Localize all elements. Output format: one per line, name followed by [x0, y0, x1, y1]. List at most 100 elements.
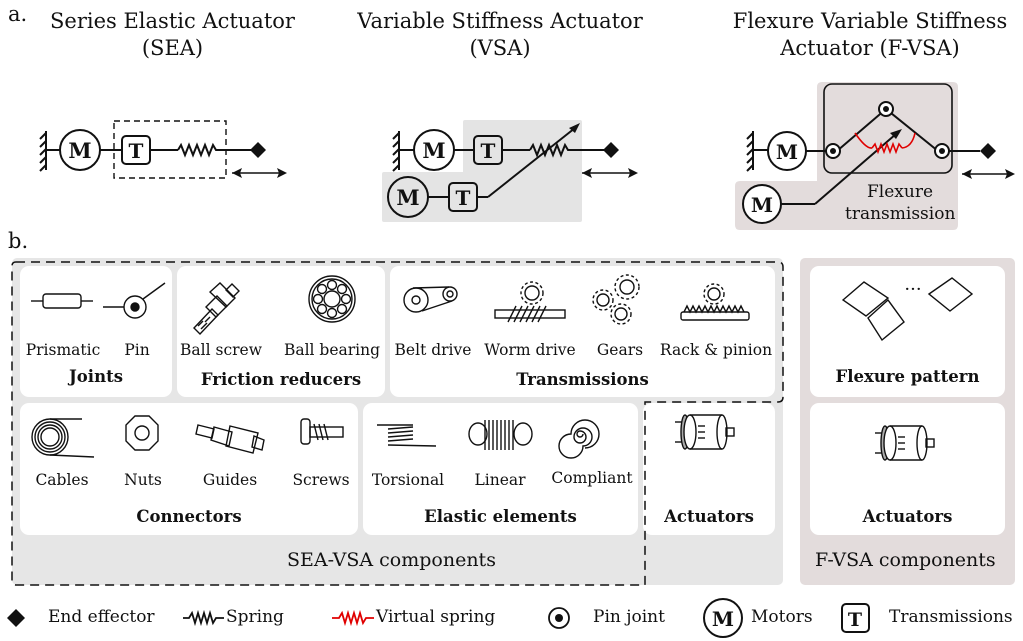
sea-title-line2: (SEA) [141, 36, 204, 60]
motor-icon [875, 425, 935, 461]
variable-stiffness-arrow [487, 127, 576, 198]
category-actuators: Actuators [664, 507, 754, 526]
screw-icon [300, 418, 344, 445]
label-screws: Screws [292, 471, 350, 489]
flexure-transmission-box [823, 83, 953, 174]
flexure-label-line1: Flexure [866, 182, 934, 202]
legend-virtual-spring: Virtual spring [376, 607, 496, 627]
card-friction-reducers [177, 266, 385, 397]
legend-spring: Spring [226, 607, 284, 627]
label-ball-screw: Ball screw [180, 341, 262, 359]
label-ball-bearing: Ball bearing [283, 341, 381, 359]
rack-pinion-icon [680, 283, 750, 321]
ellipsis: ··· [904, 279, 921, 300]
legend-end-effector: End effector [48, 607, 155, 627]
compliant-spring-icon [558, 419, 600, 459]
prismatic-joint-icon [31, 293, 93, 309]
fvsa-group-label: F-VSA components [815, 549, 996, 571]
panel-a-label: a. [8, 2, 28, 26]
category-fvsa-actuators: Actuators [862, 507, 953, 526]
linear-spring-icon [468, 420, 533, 450]
panel-b-label: b. [8, 229, 29, 253]
card-actuators [643, 403, 775, 535]
vsa-title: Variable Stiffness Actuator (VSA) [355, 8, 645, 62]
transmission-symbol: T [456, 186, 471, 210]
label-torsional: Torsional [371, 471, 445, 489]
spring-icon [183, 609, 224, 627]
ground-icon [39, 131, 60, 172]
torsional-spring-icon [377, 424, 437, 447]
gears-icon [592, 274, 640, 325]
card-flexure-pattern [810, 266, 1005, 397]
sea-title: Series Elastic Actuator (SEA) [30, 8, 315, 62]
legend-pin-joint: Pin joint [593, 607, 665, 627]
virtual-spring-icon [854, 132, 916, 155]
sea-title-line1: Series Elastic Actuator [50, 9, 295, 33]
end-effector-icon [980, 143, 996, 159]
label-gears: Gears [596, 341, 644, 359]
label-prismatic: Prismatic [25, 341, 101, 359]
label-compliant: Compliant [551, 469, 633, 487]
pin-joint-icon [878, 101, 894, 117]
worm-drive-icon [494, 281, 566, 323]
vsa-title-line2: (VSA) [469, 36, 531, 60]
label-pin: Pin [124, 341, 150, 359]
vsa-diagram: M T M T [382, 120, 638, 222]
cable-icon [31, 418, 95, 458]
transmission-symbol: T [848, 609, 862, 631]
flexure-label-line2: transmission [845, 204, 956, 224]
category-elastic-elements: Elastic elements [424, 507, 577, 526]
label-belt-drive: Belt drive [394, 341, 472, 359]
legend-transmissions: Transmissions [889, 607, 1013, 627]
flexure-transmission-label: Flexure transmission [845, 181, 955, 225]
pin-joint-icon [548, 607, 570, 629]
label-cables: Cables [35, 471, 89, 489]
category-friction-reducers: Friction reducers [200, 370, 362, 389]
pin-joint-icon [825, 143, 841, 159]
spring-icon [529, 142, 605, 158]
legend-motors: Motors [751, 607, 813, 627]
category-connectors: Connectors [136, 507, 242, 526]
label-guides: Guides [202, 471, 258, 489]
motor-symbol: M [776, 140, 798, 164]
motor-symbol: M [68, 138, 91, 163]
fvsa-diagram: M M [735, 82, 1015, 230]
category-transmissions: Transmissions [516, 370, 649, 389]
end-effector-icon [250, 142, 266, 158]
motor-symbol: M [396, 185, 419, 210]
guide-icon [195, 424, 265, 454]
spring-icon [177, 142, 255, 158]
nut-icon [125, 415, 159, 451]
pin-joint-icon [934, 143, 950, 159]
variable-stiffness-arrow [814, 133, 897, 205]
fvsa-title-line1: Flexure Variable Stiffness [732, 9, 1008, 33]
ball-bearing-icon [308, 275, 356, 323]
motor-symbol: M [712, 607, 734, 631]
label-nuts: Nuts [124, 471, 162, 489]
category-joints: Joints [69, 367, 123, 386]
fvsa-title: Flexure Variable Stiffness Actuator (F-V… [725, 8, 1015, 62]
belt-drive-icon [403, 286, 458, 313]
end-effector-icon [7, 609, 25, 627]
fvsa-title-line2: Actuator (F-VSA) [780, 36, 960, 60]
sea-vsa-group-label: SEA-VSA components [287, 549, 496, 571]
transmission-icon [841, 603, 870, 633]
sea-diagram: M T [39, 120, 287, 179]
card-fvsa-actuators [810, 403, 1005, 535]
pin-joint-icon [103, 282, 166, 319]
transmission-symbol: T [481, 139, 496, 163]
flexure-pattern-icon [841, 277, 974, 342]
label-rack-pinion: Rack & pinion [659, 341, 773, 359]
ball-screw-icon [193, 282, 240, 336]
label-worm-drive: Worm drive [484, 341, 576, 359]
ground-icon [392, 131, 414, 172]
transmission-symbol: T [129, 139, 144, 163]
vsa-title-line1: Variable Stiffness Actuator [357, 9, 643, 33]
motor-symbol: M [751, 193, 773, 217]
label-linear: Linear [474, 471, 526, 489]
ground-icon [746, 131, 768, 172]
motor-symbol: M [422, 138, 445, 163]
